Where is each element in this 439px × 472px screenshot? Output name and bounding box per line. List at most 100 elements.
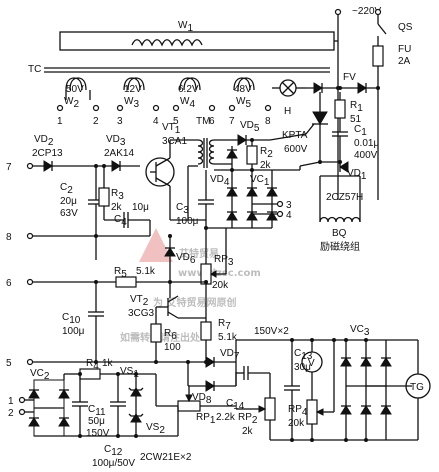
vd8-label: VD8 [192, 392, 212, 406]
mains-input: ~220V QS FU 2A [334, 6, 413, 200]
w5-label: W5 [236, 96, 251, 110]
terminal-5-label: 5 [6, 358, 12, 369]
indicator-lamp-h: H [272, 79, 306, 117]
varistor-fv: FV [306, 72, 378, 94]
potentiometer-rp4[interactable]: RP4 20k [288, 340, 335, 440]
diode-vd1: VD1 2CZ57H [319, 161, 367, 216]
vt2-type: 3CG3 [128, 308, 155, 319]
rp4-label: RP4 [288, 404, 308, 418]
r5-label: R5 [114, 266, 127, 280]
diode-vd6: VD6 [164, 236, 196, 282]
w2-volt: 50V [66, 84, 84, 95]
r4-label: R4 [86, 358, 99, 372]
diode-vd3: VD3 2AK14 [104, 134, 134, 172]
terminal-8-label: 8 [6, 232, 12, 243]
capacitor-c2: C2 20μ 63V [60, 166, 104, 236]
r5-value: 5.1k [136, 266, 156, 277]
terminal-1-2: 1 2 [8, 396, 26, 419]
r7-value: 5.1k [218, 332, 238, 343]
c2-value-1: 20μ [60, 196, 77, 207]
lamp-label: H [284, 106, 291, 117]
c12-value: 100μ/50V [92, 458, 135, 469]
rp1-label: RP1 [196, 412, 216, 426]
pin-2: 2 [93, 116, 99, 127]
capacitor-c14: C14 [226, 366, 270, 412]
c11-value-2: 150V [86, 428, 110, 439]
r2-label: R2 [260, 146, 273, 160]
fuse-fu: FU 2A [372, 44, 411, 67]
vt1-type: 3CA1 [162, 136, 187, 147]
voltmeter: V [301, 340, 323, 394]
r1-label: R1 [350, 100, 363, 114]
resistor-r1: R1 51 [334, 92, 363, 125]
rp4-value: 20k [288, 418, 305, 429]
r7-label: R7 [218, 318, 231, 332]
field-label: 励磁绕组 [320, 240, 360, 253]
winding-w4: 6.2V W4 5 6 [172, 77, 216, 127]
r6-label: R6 [164, 328, 177, 342]
w5-volt: 48V [234, 84, 252, 95]
potentiometer-rp1[interactable]: RP1 2.2k [155, 374, 236, 436]
vd1-type: 2CZ57H [326, 192, 363, 203]
rp3-label: RP3 [214, 254, 234, 268]
c13-value: 30μ [294, 362, 311, 373]
rp1-value: 2.2k [216, 412, 236, 423]
capacitor-c12: C12 100μ/50V [92, 374, 178, 469]
fuse-label: FU [398, 44, 411, 55]
r2-value: 2k [260, 160, 272, 171]
switch-qs[interactable]: QS [377, 22, 413, 46]
terminal-2-label: 2 [8, 408, 14, 419]
capacitor-c10: C10 100μ [62, 282, 104, 362]
watermark-text-2: 为 艾特贸易网原创 [153, 296, 236, 309]
c11-label: C11 [88, 404, 106, 418]
vd4-label: VD4 [210, 174, 230, 188]
fv-label: FV [343, 72, 356, 83]
vs-type: 2CW21E×2 [140, 452, 192, 463]
c2-label: C2 [60, 182, 73, 196]
potentiometer-rp2[interactable]: RP2 2k [236, 373, 276, 440]
r3-value: 2k [111, 202, 123, 213]
terminal-4-label: 4 [286, 210, 292, 221]
w2-label: W2 [64, 96, 79, 110]
junction-dots [78, 86, 380, 442]
capacitor-c1: C1 0.01μ 400V [332, 118, 379, 162]
pin-4: 4 [153, 116, 159, 127]
vd2-type: 2CP13 [32, 148, 63, 159]
vt1-label: VT1 [162, 122, 181, 136]
potentiometer-rp3[interactable]: RP3 20k [200, 228, 234, 300]
fuse-rating: 2A [398, 56, 411, 67]
w3-label: W3 [124, 96, 139, 110]
pin-7: 7 [229, 116, 235, 127]
r3-label: R3 [111, 188, 124, 202]
kpta-value: 600V [284, 144, 308, 155]
pin-5: 5 [173, 116, 179, 127]
bridge-vc3: VC3 [340, 324, 412, 440]
c13-rating: 150V×2 [254, 326, 289, 337]
c1-label: C1 [354, 124, 367, 138]
rp3-value: 20k [212, 280, 229, 291]
winding-w5: 48V W5 7 8 [228, 77, 272, 127]
pin-6: 6 [209, 116, 215, 127]
rp2-label: RP2 [238, 412, 258, 426]
resistor-r2: R2 2k [246, 140, 273, 171]
vd6-label: VD6 [176, 252, 196, 266]
diode-vd2: VD2 2CP13 [32, 134, 63, 172]
tm-label: TM [196, 116, 210, 127]
vs2-label: VS2 [146, 422, 165, 436]
pulse-transformer-tm: TM [170, 116, 215, 220]
w3-volt: 12V [124, 84, 142, 95]
tg-label: TG [410, 382, 424, 393]
watermark: 艾特贸易 www.dzsc.com 为 艾特贸易网原创 如需转载请注出处 [120, 228, 261, 344]
c10-value: 100μ [62, 326, 85, 337]
pin-8: 8 [265, 116, 271, 127]
bridge-vc2: VC2 [25, 368, 118, 437]
c2-value-2: 63V [60, 208, 78, 219]
c12-label: C12 [104, 444, 123, 458]
vt2-label: VT2 [130, 294, 149, 308]
tacho-generator-tg: TG [392, 339, 431, 441]
c11-value-1: 50μ [88, 416, 105, 427]
c1-value-1: 0.01μ [354, 138, 379, 149]
pin-1: 1 [57, 116, 63, 127]
resistor-r3: R3 2k [98, 166, 124, 220]
